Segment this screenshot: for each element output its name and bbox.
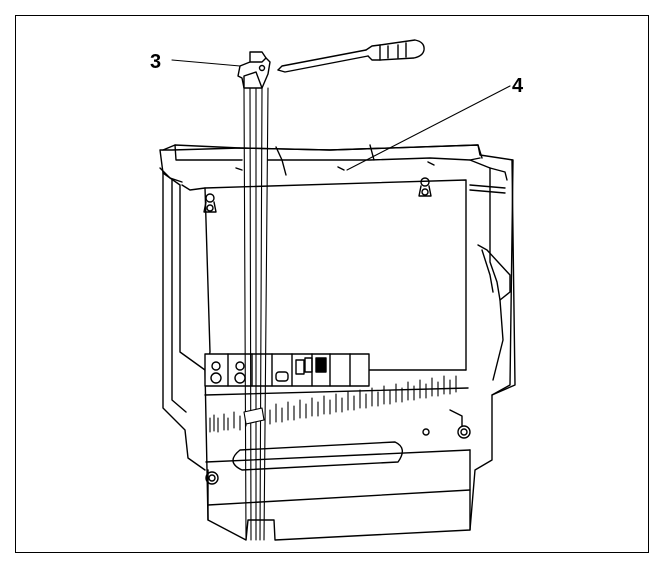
terminal-strip bbox=[204, 353, 370, 387]
screw-bottom-left bbox=[205, 471, 219, 485]
figure-frame bbox=[15, 15, 649, 553]
vent-slots bbox=[209, 375, 457, 433]
keyhole-slot-right bbox=[418, 177, 432, 197]
housing-shell bbox=[159, 144, 516, 541]
screwdriver-icon bbox=[277, 39, 425, 73]
fixing-bracket-right bbox=[422, 409, 463, 436]
strain-relief-part bbox=[237, 51, 271, 89]
cable-bundle bbox=[243, 87, 269, 541]
keyhole-slot-left bbox=[203, 193, 217, 213]
callout-label-4: 4 bbox=[512, 75, 524, 97]
callout-leaders bbox=[171, 59, 511, 171]
screw-bottom-right bbox=[457, 425, 471, 439]
top-clips bbox=[235, 144, 435, 176]
callout-label-3: 3 bbox=[150, 51, 161, 73]
